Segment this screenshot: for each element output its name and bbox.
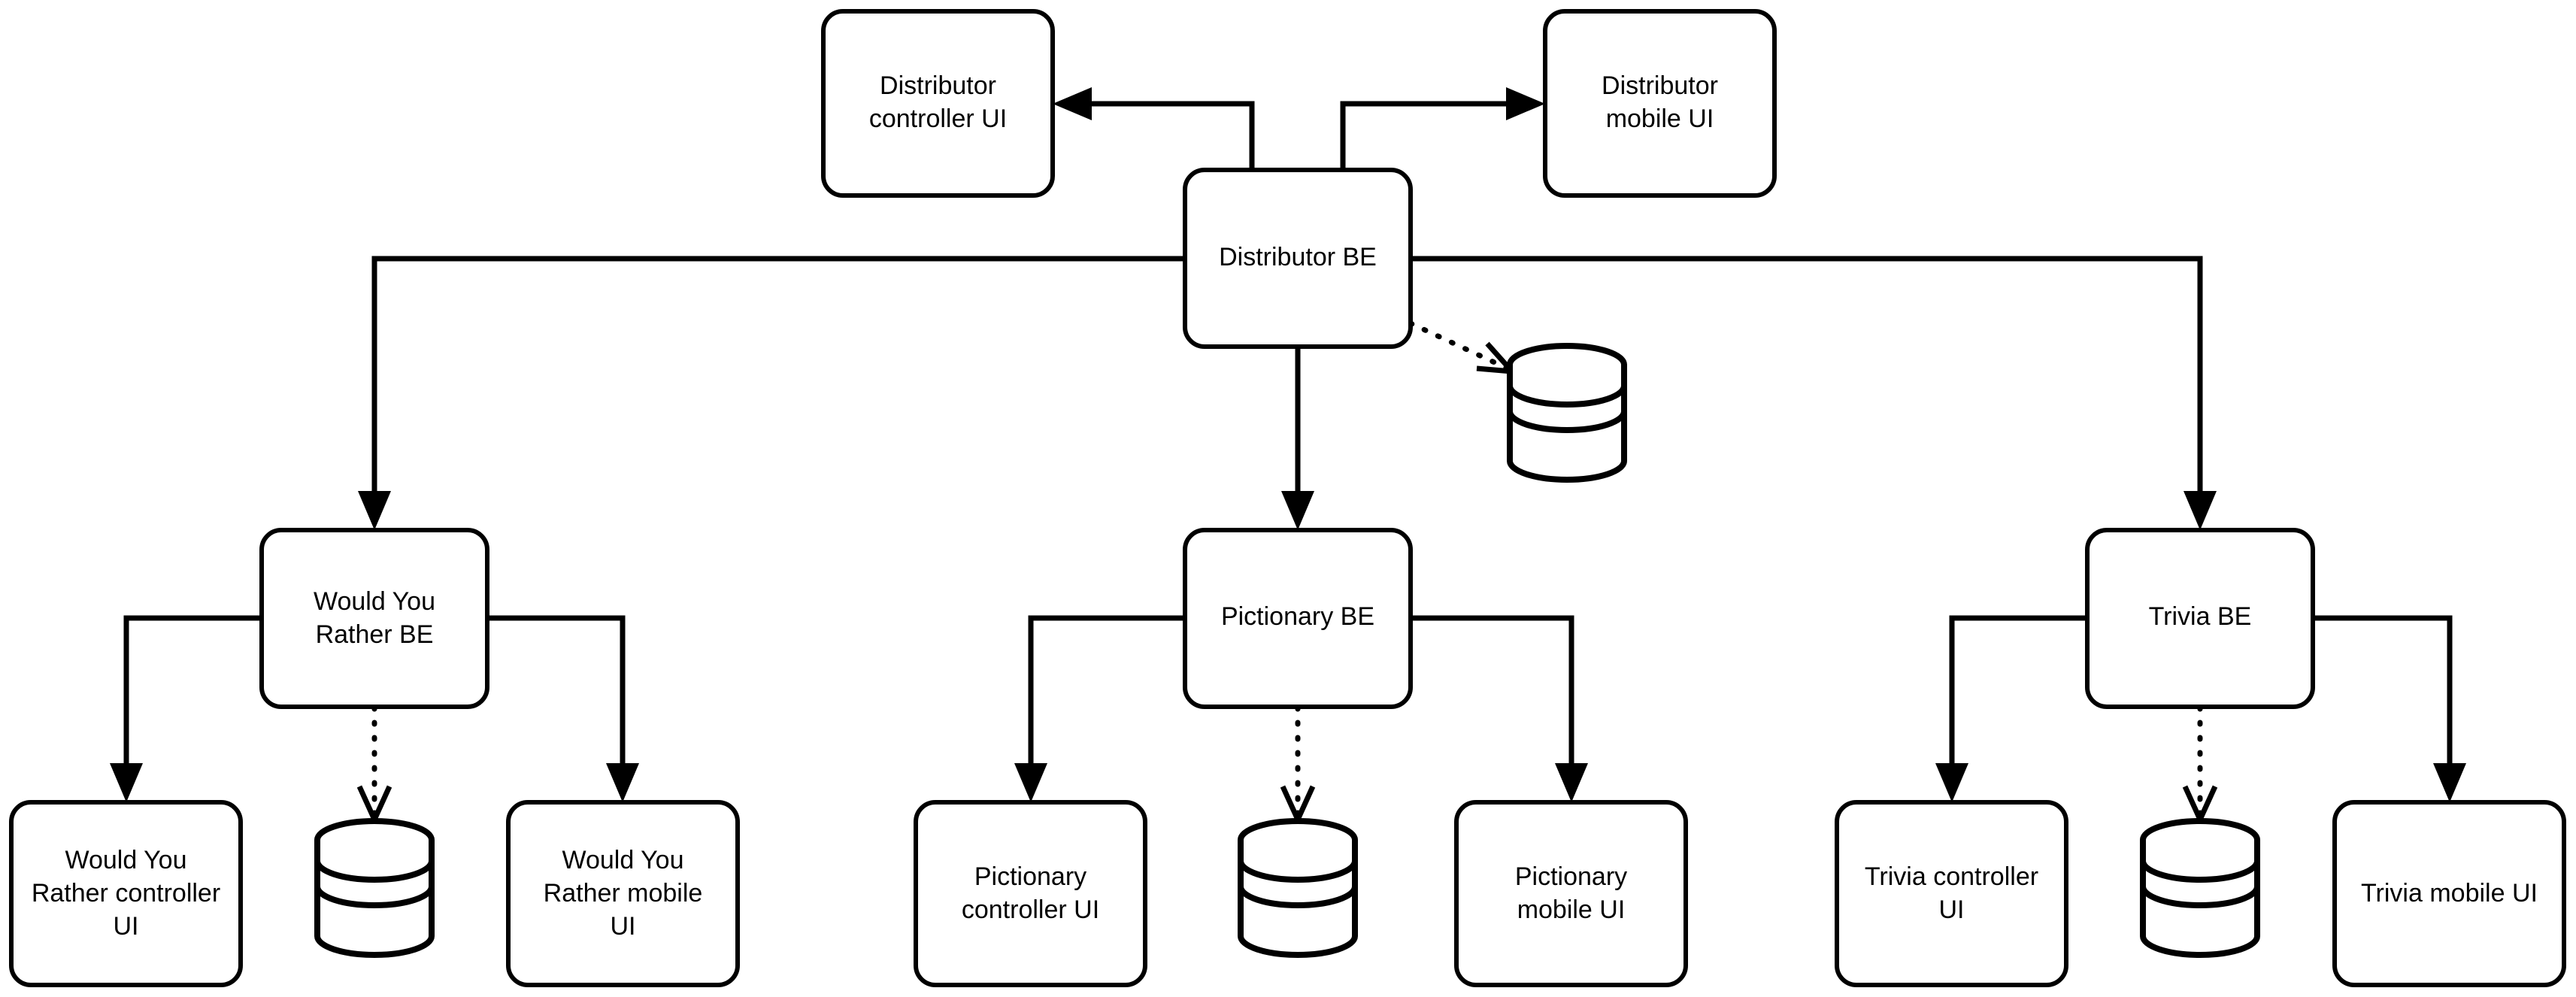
edge-distributor-be-to-trivia-be (1411, 256, 2217, 530)
node-box[interactable] (259, 528, 489, 709)
node-would-you-rather-mobile-ui[interactable]: Would You Rather mobile UI (506, 800, 740, 987)
node-label-line3: UI (114, 912, 139, 941)
node-label-line1: Trivia controller (1865, 862, 2038, 891)
node-label-line1: Trivia BE (2149, 602, 2252, 631)
database-cylinder-trivia-db (2140, 818, 2260, 958)
node-pictionary-be[interactable]: Pictionary BE (1183, 528, 1413, 709)
node-box[interactable] (9, 800, 243, 987)
database-cylinder-distributor-db (1507, 343, 1627, 483)
node-label-line1: Pictionary BE (1221, 602, 1374, 631)
node-trivia-controller-ui[interactable]: Trivia controller UI (1835, 800, 2068, 987)
node-label-line2: Rather BE (316, 620, 434, 649)
node-label-line2: mobile UI (1606, 105, 1714, 133)
node-box[interactable] (1454, 800, 1688, 987)
node-label-line1: Pictionary (974, 862, 1086, 891)
node-label-line2: controller UI (962, 895, 1099, 924)
node-label-line1: Would You (562, 846, 684, 874)
edge-pictionary-be-to-controller-ui (1014, 615, 1185, 802)
node-distributor-controller-ui[interactable]: Distributor controller UI (821, 9, 1055, 198)
node-label-line3: UI (611, 912, 636, 941)
edge-pictionary-be-to-db (1280, 705, 1316, 826)
node-label-line1: Pictionary (1515, 862, 1627, 891)
edge-would-you-rather-be-to-mobile-ui (487, 615, 639, 802)
node-pictionary-mobile-ui[interactable]: Pictionary mobile UI (1454, 800, 1688, 987)
node-label-line2: Rather mobile (544, 879, 703, 908)
node-label-line2: Rather controller (32, 879, 220, 908)
node-box[interactable] (914, 800, 1147, 987)
edge-distributor-be-to-pictionary-be (1281, 347, 1314, 530)
edge-pictionary-be-to-mobile-ui (1411, 615, 1588, 802)
database-cylinder-would-you-rather-db (314, 818, 435, 958)
edge-distributor-be-to-controller-ui (1053, 87, 1255, 170)
node-distributor-mobile-ui[interactable]: Distributor mobile UI (1543, 9, 1777, 198)
node-pictionary-controller-ui[interactable]: Pictionary controller UI (914, 800, 1147, 987)
node-trivia-be[interactable]: Trivia BE (2085, 528, 2315, 709)
database-cylinder-pictionary-db (1238, 818, 1358, 958)
node-label-line1: Distributor (1602, 71, 1718, 100)
node-label-line1: Would You (65, 846, 187, 874)
node-box[interactable] (506, 800, 740, 987)
node-would-you-rather-be[interactable]: Would You Rather BE (259, 528, 489, 709)
edge-distributor-be-to-mobile-ui (1340, 87, 1545, 170)
node-label-line2: controller UI (869, 105, 1007, 133)
node-label-line1: Distributor (880, 71, 996, 100)
edge-trivia-be-to-db (2182, 705, 2218, 826)
node-label-line1: Distributor BE (1219, 243, 1377, 271)
node-box[interactable] (821, 9, 1055, 198)
node-box[interactable] (2332, 800, 2566, 987)
node-label-line1: Would You (314, 587, 435, 616)
node-trivia-mobile-ui[interactable]: Trivia mobile UI (2332, 800, 2566, 987)
node-would-you-rather-controller-ui[interactable]: Would You Rather controller UI (9, 800, 243, 987)
node-box[interactable] (1543, 9, 1777, 198)
node-box[interactable] (2085, 528, 2315, 709)
node-box[interactable] (1183, 528, 1413, 709)
node-box[interactable] (1835, 800, 2068, 987)
node-label-line2: mobile UI (1517, 895, 1626, 924)
edge-trivia-be-to-mobile-ui (2313, 615, 2466, 802)
edge-would-you-rather-be-to-db (356, 705, 392, 826)
edge-distributor-be-to-would-you-rather-be (358, 256, 1185, 530)
node-box[interactable] (1183, 168, 1413, 349)
node-label-line1: Trivia mobile UI (2361, 879, 2538, 908)
edge-would-you-rather-be-to-controller-ui (110, 615, 262, 802)
edge-trivia-be-to-controller-ui (1935, 615, 2087, 802)
edge-distributor-be-to-distributor-db (1408, 320, 1519, 375)
node-distributor-be[interactable]: Distributor BE (1183, 168, 1413, 349)
node-label-line2: UI (1939, 895, 1965, 924)
